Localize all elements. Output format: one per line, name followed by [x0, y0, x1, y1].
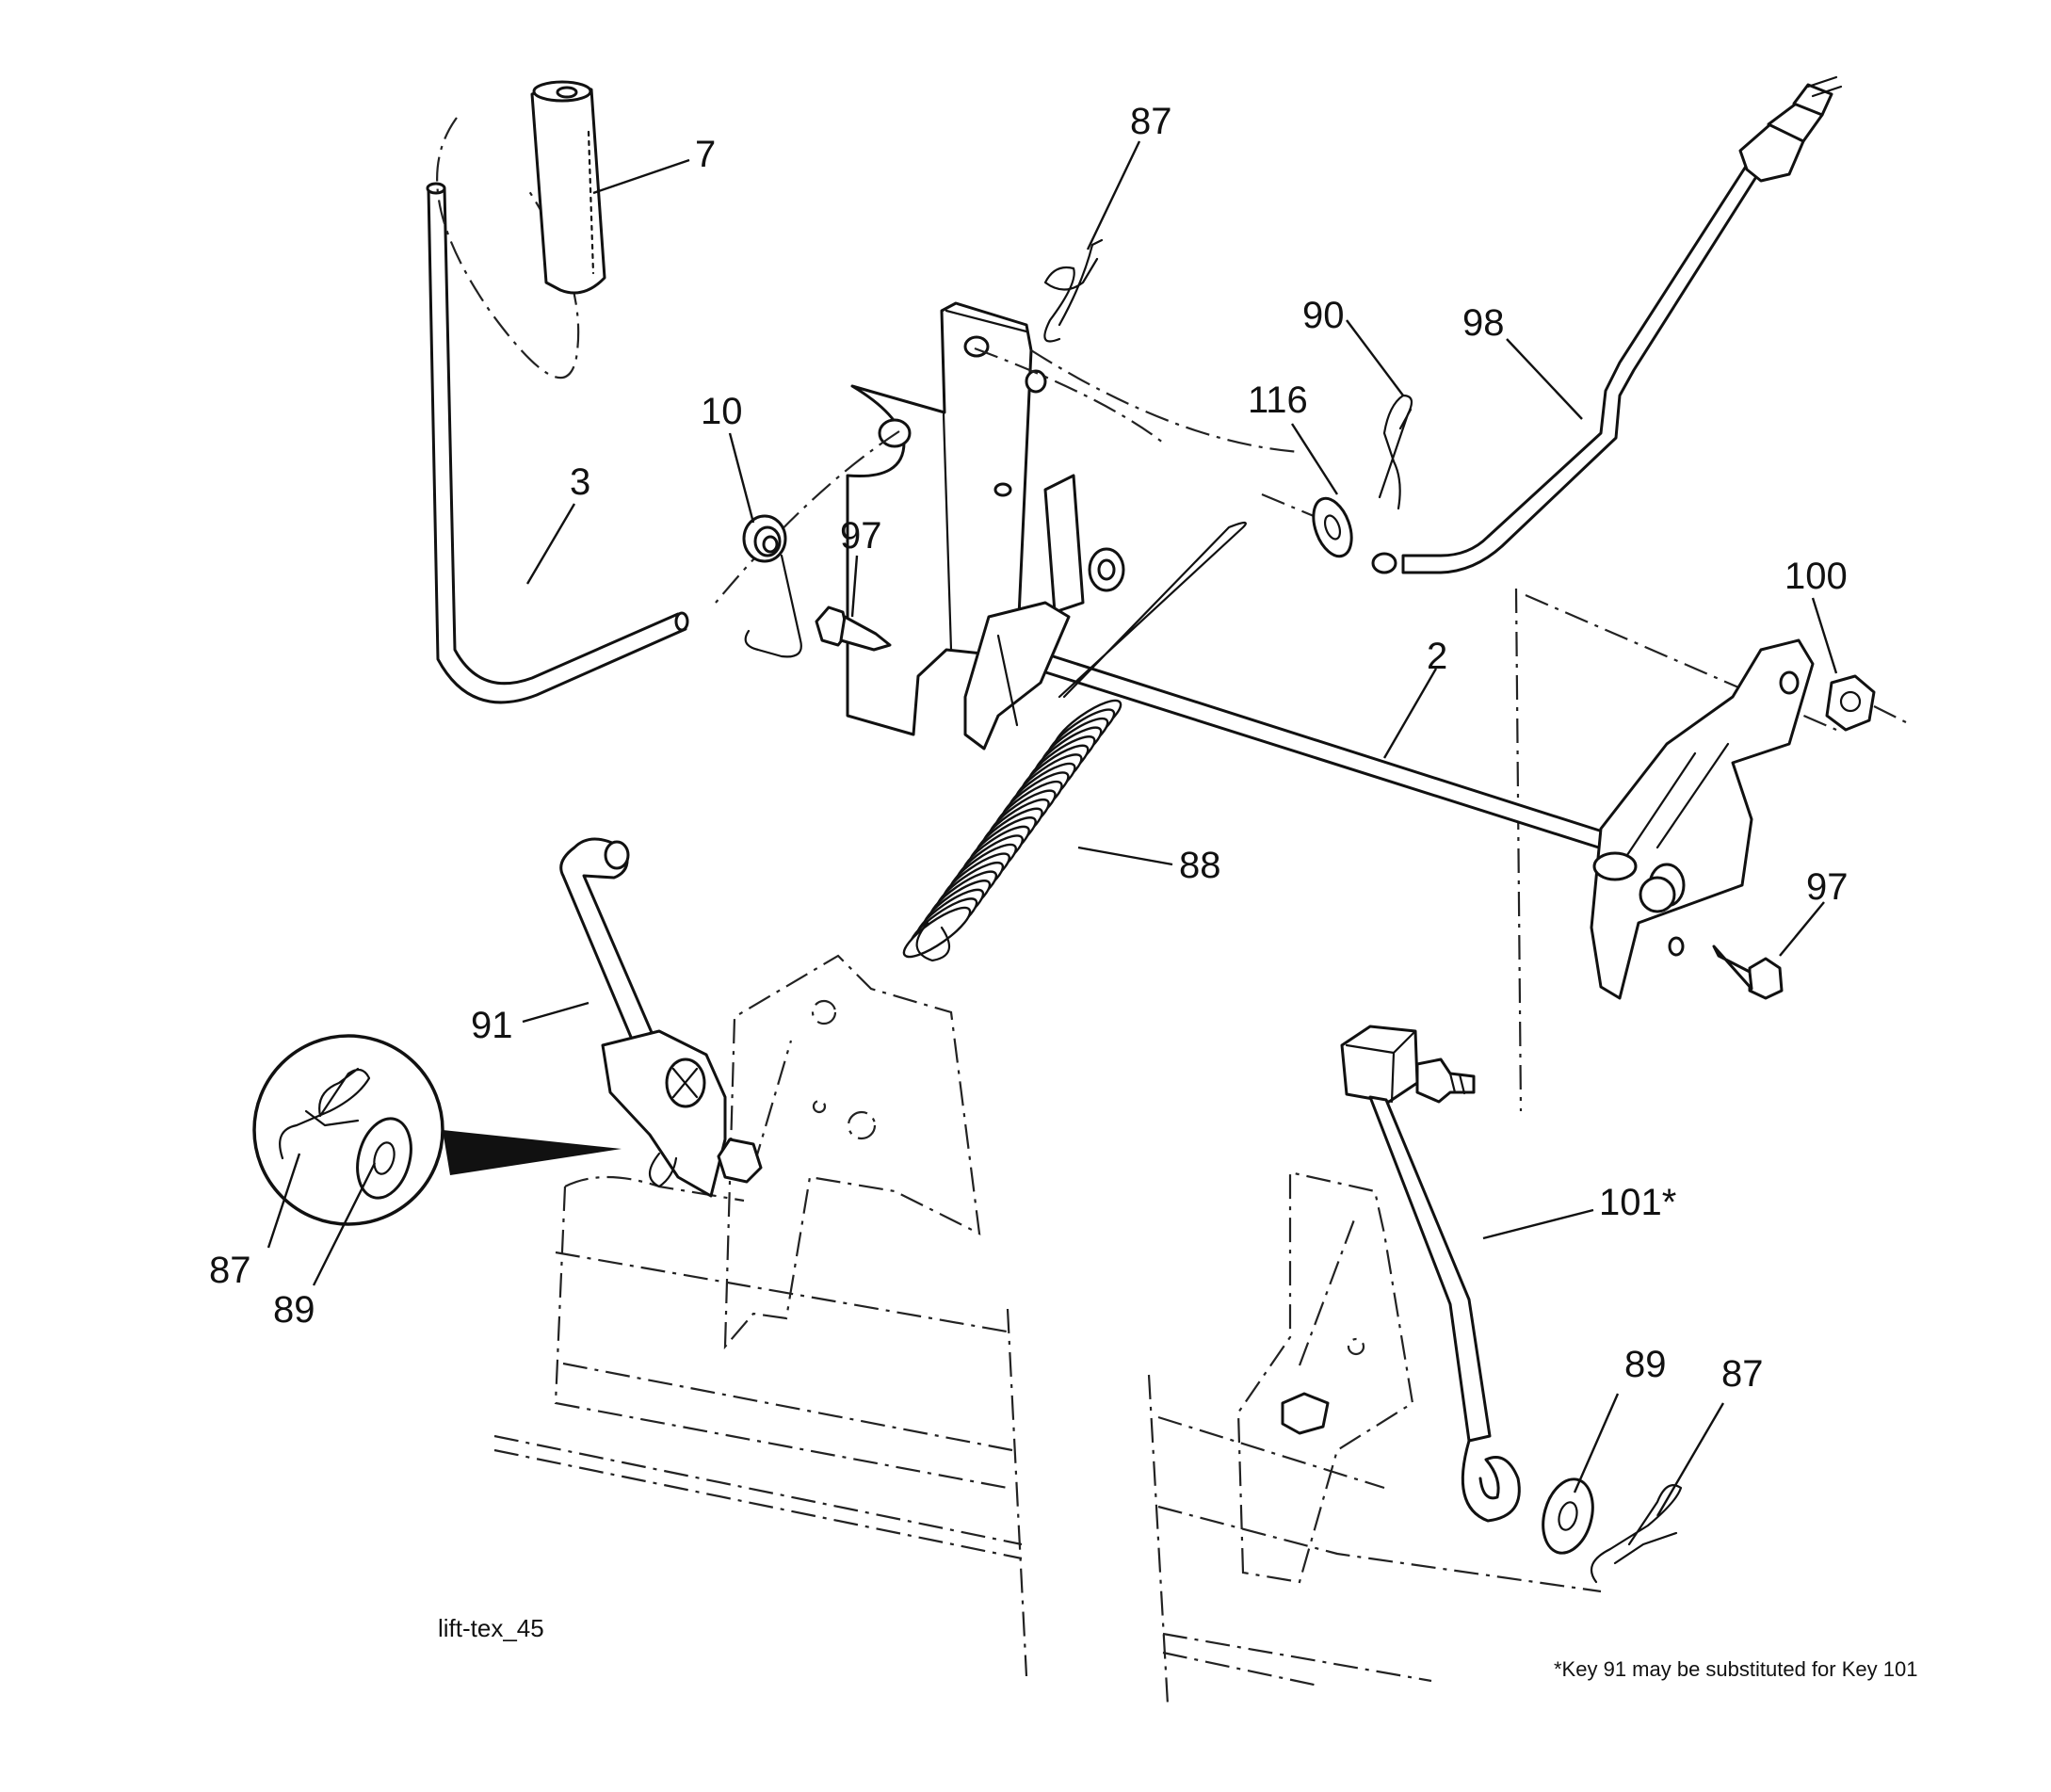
hairpin-clip-top	[1043, 238, 1104, 343]
flat-washer-116	[1312, 496, 1353, 558]
extension-spring	[902, 521, 1247, 962]
callout-89-bottom: 89	[1624, 1344, 1667, 1385]
callout-87-top: 87	[1130, 101, 1172, 142]
shoulder-bolt-top	[815, 605, 892, 652]
lift-shaft	[963, 601, 1610, 851]
callout-87-inset: 87	[209, 1250, 251, 1291]
lift-link-left	[559, 837, 763, 1198]
callout-87-bottom: 87	[1721, 1353, 1764, 1395]
callout-97-right: 97	[1806, 866, 1849, 908]
left-deck-bracket	[723, 954, 981, 1350]
callout-leaders	[266, 140, 1838, 1517]
drawing-id: lift-tex_45	[438, 1614, 544, 1642]
callout-2: 2	[1427, 636, 1447, 677]
callout-116: 116	[1248, 379, 1308, 421]
callout-97-top: 97	[840, 515, 882, 557]
callout-98: 98	[1462, 302, 1505, 344]
callout-89-inset: 89	[273, 1289, 315, 1331]
callout-88: 88	[1179, 845, 1221, 886]
detail-inset	[252, 1034, 622, 1226]
callout-91: 91	[471, 1005, 513, 1046]
cotter-pin-90	[1378, 394, 1413, 510]
torsion-spring	[742, 514, 802, 658]
lift-arm-right	[1590, 638, 1815, 1000]
flat-washer-89-bottom	[1542, 1477, 1594, 1555]
callout-90: 90	[1302, 295, 1345, 336]
lift-link-right	[1340, 1025, 1521, 1523]
hex-nut	[1825, 674, 1913, 732]
lift-handle-rod	[426, 117, 689, 704]
footnote: *Key 91 may be substituted for Key 101	[1554, 1657, 1917, 1681]
hairpin-clip-bottom	[1590, 1484, 1683, 1584]
callout-101: 101*	[1599, 1182, 1676, 1223]
handle-grip	[530, 80, 606, 295]
callout-3: 3	[570, 461, 590, 503]
shoulder-bolt-right	[1712, 944, 1784, 1000]
callout-labels: 7 87 90 98 116 10 3 97 2 100 88 97 91 87…	[209, 101, 1849, 1395]
right-deck-bracket	[1236, 1170, 1414, 1584]
callout-100: 100	[1785, 556, 1848, 597]
callout-10: 10	[701, 391, 743, 432]
callout-7: 7	[695, 134, 716, 175]
lift-link-rod	[1261, 75, 1843, 574]
